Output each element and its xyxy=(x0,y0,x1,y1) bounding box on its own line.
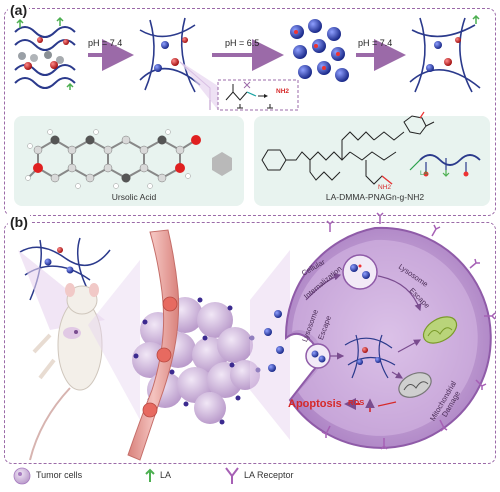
tumor-zoom-wedge xyxy=(88,260,140,420)
mouse-illustration xyxy=(18,250,105,461)
polymer-name-label: LA-DMMA-PNAGn-g-NH2 xyxy=(325,192,425,202)
polymer-chains-initial xyxy=(14,16,76,90)
apoptosis-label: Apoptosis xyxy=(288,398,342,410)
ph-label-2: pH = 6.5 xyxy=(225,38,260,48)
ros-label: ROS xyxy=(348,398,365,407)
cell-zoom-wedge xyxy=(250,250,290,440)
ph-label-3: pH = 7.4 xyxy=(358,38,393,48)
ursolic-acid-label: Ursolic Acid xyxy=(111,192,157,202)
panel-a-border xyxy=(4,8,496,216)
mitochondrion-healthy xyxy=(422,316,458,344)
mitochondrion-damaged xyxy=(398,372,432,398)
legend-la-icon xyxy=(145,468,155,482)
panel-a-tag: (a) xyxy=(8,2,30,18)
legend-la-receptor: LA Receptor xyxy=(244,470,294,480)
chem-zoom-box xyxy=(217,79,299,111)
panel-b-border xyxy=(4,222,496,464)
zoom-wedge xyxy=(178,60,218,110)
ursolic-acid-model xyxy=(25,129,201,189)
panel-b-group xyxy=(13,212,496,485)
legend-la: LA xyxy=(160,470,172,480)
ph-label-1: pH = 7.4 xyxy=(88,38,123,48)
panel-b-tag: (b) xyxy=(8,214,30,230)
released-network xyxy=(344,334,396,379)
legend-tumor-cells: Tumor cells xyxy=(36,470,83,480)
polymer-network-1 xyxy=(139,17,201,93)
ursolic-acid-box xyxy=(14,116,244,206)
nh2-structure-label: NH2 xyxy=(378,184,392,191)
panel-a-group xyxy=(14,14,490,206)
polymer-structure-box xyxy=(254,116,490,206)
legend-la-receptor-icon xyxy=(225,467,239,484)
tumor-cell-large xyxy=(264,212,496,450)
legend-tumor-cell-icon xyxy=(13,467,31,485)
blood-vessel xyxy=(127,229,180,461)
polymer-chain-icon xyxy=(419,154,481,177)
polymer-network-2 xyxy=(409,14,481,93)
amine-label: NH2 xyxy=(276,88,290,95)
ursolic-acid-hexagon-icon xyxy=(212,152,232,176)
la-structure-label: LA xyxy=(420,170,428,177)
linker-structure xyxy=(225,81,273,109)
nanoparticle-cluster xyxy=(290,19,349,82)
